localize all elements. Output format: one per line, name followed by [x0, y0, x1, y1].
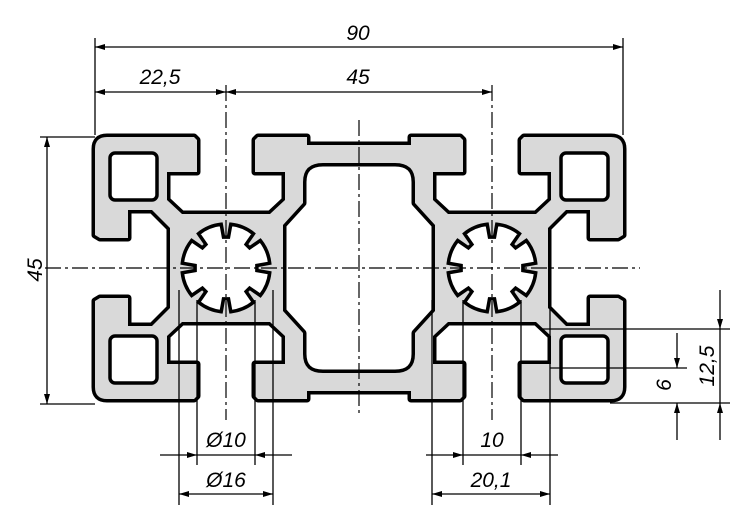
dim-pitch: 45 [346, 66, 370, 89]
dimension-lines [44, 44, 723, 497]
dim-overall-width: 90 [346, 22, 370, 45]
dim-slot-inner-width: 20,1 [470, 469, 512, 492]
dim-half-pitch: 22,5 [139, 66, 181, 89]
dim-slot-depth: 6 [653, 379, 676, 391]
center-lines [45, 85, 640, 420]
dim-slot-total-depth: 12,5 [696, 345, 719, 386]
dim-bore-inner: Ø10 [205, 429, 246, 452]
dim-height: 45 [24, 258, 47, 282]
dim-bore-outer: Ø16 [205, 469, 246, 492]
dim-slot-width: 10 [480, 429, 504, 452]
extension-lines [40, 38, 730, 505]
corner-chambers [108, 151, 610, 385]
